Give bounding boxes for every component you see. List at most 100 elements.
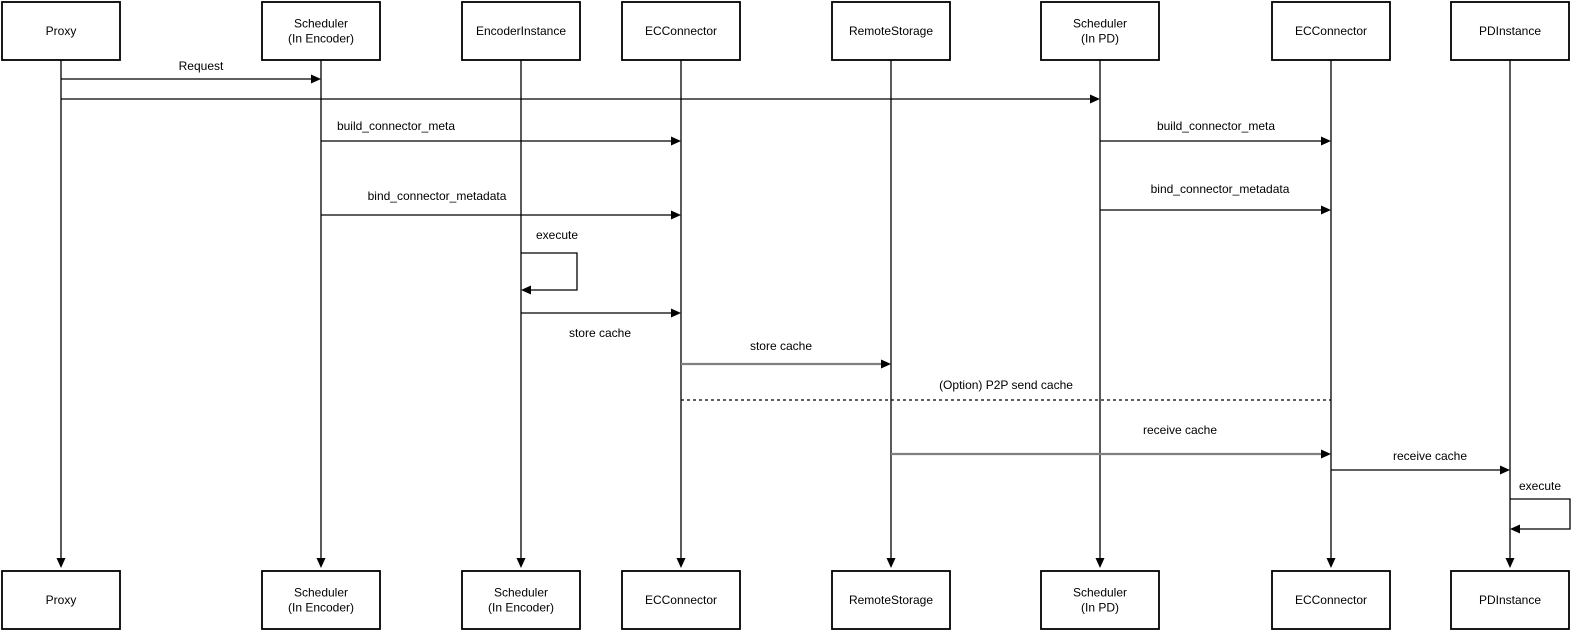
participant-scheduler-in-encoder-bottom-box: Scheduler(In Encoder) [261,570,381,630]
participant-proxy-bottom-box: Proxy [1,570,121,630]
participant-label: EncoderInstance [476,24,566,38]
participant-label: (In Encoder) [288,601,354,615]
message-label: execute [1519,479,1561,493]
participant-box-rect [621,570,741,630]
participant-label: Scheduler [294,586,348,600]
participant-box-rect [1040,1,1160,61]
message-label: bind_connector_metadata [368,189,507,203]
arrowhead-icon [1321,449,1331,459]
participant-box-rect [461,1,581,61]
lifeline-encoder-instance [516,60,526,568]
participant-box-rect [461,570,581,630]
lifeline-end-arrow-icon [1505,558,1515,568]
lifeline-end-arrow-icon [1095,558,1105,568]
message-forward-request [61,94,1100,104]
participant-box-rect [1450,1,1570,61]
lifeline-ecconnector-pd [1326,60,1336,568]
participant-label: ECConnector [645,593,717,607]
participant-label: Scheduler [1073,586,1127,600]
participant-box-rect [831,1,951,61]
message-label: Request [179,59,224,73]
participant-label: RemoteStorage [849,593,933,607]
participant-remote-storage-top-box: RemoteStorage [831,1,951,61]
participant-label: RemoteStorage [849,24,933,38]
participant-box-rect [621,1,741,61]
arrowhead-icon [1321,136,1331,146]
participant-ecconnector-pd-top-box: ECConnector [1271,1,1391,61]
participant-box-rect [1271,1,1391,61]
lifeline-proxy [56,60,66,568]
message-receive-cache-remote: receive cache [891,423,1331,459]
participant-ecconnector-encoder-top-box: ECConnector [621,1,741,61]
participant-box-rect [261,1,381,61]
participant-label: Scheduler [494,586,548,600]
participant-encoder-instance-top-box: EncoderInstance [461,1,581,61]
message-label: build_connector_meta [1157,119,1275,133]
participant-box-rect [1,570,121,630]
message-label: store cache [750,339,812,353]
participant-label: (In PD) [1081,32,1119,46]
participant-ecconnector-pd-bottom-box: ECConnector [1271,570,1391,630]
message-build-connector-meta-encoder: build_connector_meta [321,119,681,146]
message-label: receive cache [1393,449,1467,463]
message-store-cache-encoder: store cache [521,308,681,340]
message-p2p-send-cache: (Option) P2P send cache [681,378,1331,401]
arrowhead-icon [881,359,891,369]
participant-label: Proxy [46,24,77,38]
participant-box-rect [1271,570,1391,630]
lifeline-scheduler-in-pd [1095,60,1105,568]
message-store-cache-remote: store cache [681,339,891,369]
arrowhead-icon [521,285,531,295]
message-label: receive cache [1143,423,1217,437]
message-execute-pd: execute [1510,479,1571,534]
message-label: bind_connector_metadata [1151,182,1290,196]
participant-box-rect [1040,570,1160,630]
arrowhead-icon [311,74,321,84]
arrowhead-icon [671,308,681,318]
participant-label: Scheduler [294,17,348,31]
participant-label: PDInstance [1479,24,1541,38]
participant-pd-instance-top-box: PDInstance [1450,1,1570,61]
message-label: execute [536,228,578,242]
participant-remote-storage-bottom-box: RemoteStorage [831,570,951,630]
participant-box-rect [1,1,121,61]
participant-label: (In Encoder) [488,601,554,615]
arrowhead-icon [1500,465,1510,475]
lifeline-end-arrow-icon [516,558,526,568]
lifeline-ecconnector-encoder [676,60,686,568]
participant-scheduler-in-pd-top-box: Scheduler(In PD) [1040,1,1160,61]
message-label: (Option) P2P send cache [939,378,1073,392]
message-label: store cache [569,326,631,340]
lifeline-scheduler-in-encoder [316,60,326,568]
arrowhead-icon [1090,94,1100,104]
arrowhead-icon [1321,205,1331,215]
self-message-path [1510,498,1571,530]
message-bind-connector-metadata-pd: bind_connector_metadata [1100,182,1331,215]
message-bind-connector-metadata-encoder: bind_connector_metadata [321,189,681,220]
participant-label: ECConnector [1295,24,1367,38]
participant-label: (In PD) [1081,601,1119,615]
participant-scheduler-in-pd-bottom-box: Scheduler(In PD) [1040,570,1160,630]
participant-label: (In Encoder) [288,32,354,46]
lifeline-end-arrow-icon [1326,558,1336,568]
participant-scheduler-in-encoder-top-box: Scheduler(In Encoder) [261,1,381,61]
lifeline-end-arrow-icon [316,558,326,568]
message-receive-cache-pd: receive cache [1331,449,1510,475]
participant-ecconnector-encoder-bottom-box: ECConnector [621,570,741,630]
participant-label: Scheduler [1073,17,1127,31]
self-message-path [521,252,578,291]
participant-label: ECConnector [1295,593,1367,607]
lifeline-end-arrow-icon [886,558,896,568]
lifeline-end-arrow-icon [676,558,686,568]
participant-label: Proxy [46,593,77,607]
participant-pd-instance-bottom-box: PDInstance [1450,570,1570,630]
lifeline-pd-instance [1505,60,1515,568]
arrowhead-icon [671,136,681,146]
arrowhead-icon [1510,524,1520,534]
participant-box-rect [261,570,381,630]
message-execute-encoder: execute [521,228,578,295]
participant-proxy-top-box: Proxy [1,1,121,61]
message-build-connector-meta-pd: build_connector_meta [1100,119,1331,146]
